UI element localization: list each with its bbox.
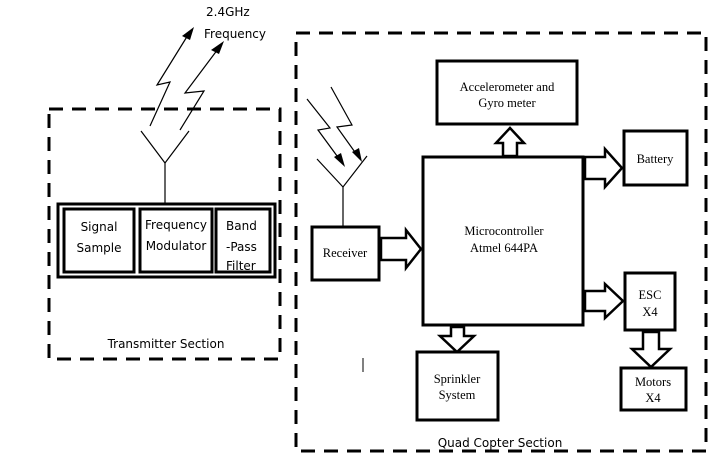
band-pass-filter-block: Band -Pass Filter (214, 207, 272, 274)
accelerometer-gyro-block: Accelerometer and Gyro meter (435, 59, 579, 126)
quadcopter-section-label: Quad Copter Section (438, 436, 563, 450)
esc-line2: X4 (642, 305, 658, 319)
mcu-to-accelerometer-arrow (493, 126, 527, 158)
receiver-block: Receiver (310, 225, 381, 282)
frequency-label-line1: 2.4GHz (206, 5, 250, 19)
microcontroller-line2: Atmel 644PA (470, 241, 538, 255)
sprinkler-system-block: Sprinkler System (415, 350, 500, 422)
frequency-modulator-line1: Frequency (145, 218, 207, 232)
mcu-to-esc-arrow (583, 281, 625, 321)
receive-signal-icon (306, 86, 362, 167)
frequency-label-line2: Frequency (204, 27, 266, 41)
sprinkler-line1: Sprinkler (434, 372, 481, 386)
motors-line2: X4 (645, 391, 661, 405)
esc-line1: ESC (639, 288, 662, 302)
signal-sample-line2: Sample (77, 241, 122, 255)
microcontroller-block: Microcontroller Atmel 644PA (421, 155, 585, 327)
frequency-modulator-line2: Modulator (146, 239, 207, 253)
signal-sample-block: Signal Sample (62, 207, 136, 274)
battery-label: Battery (637, 152, 675, 166)
signal-sample-line1: Signal (81, 220, 118, 234)
transmitter-section-label: Transmitter Section (107, 337, 225, 351)
esc-to-motors-arrow (628, 330, 674, 369)
transmit-antenna-icon (140, 130, 190, 203)
accelerometer-line2: Gyro meter (478, 96, 536, 110)
microcontroller-line1: Microcontroller (464, 224, 544, 238)
transmit-signal-icon (149, 27, 224, 131)
frequency-modulator-block: Frequency Modulator (138, 207, 214, 274)
band-pass-line2: -Pass (226, 240, 257, 254)
quadcopter-label-backdrop (435, 434, 565, 448)
sprinkler-line2: System (439, 388, 476, 402)
band-pass-line1: Band (226, 219, 257, 233)
receive-antenna-icon (316, 155, 368, 227)
band-pass-line3: Filter (226, 259, 256, 273)
battery-block: Battery (622, 129, 689, 187)
receiver-label: Receiver (323, 246, 368, 260)
esc-block: ESC X4 (623, 271, 677, 332)
transmitter-section-border (47, 107, 282, 361)
accelerometer-line1: Accelerometer and (460, 80, 555, 94)
mcu-to-battery-arrow (583, 145, 624, 191)
motors-block: Motors X4 (619, 366, 688, 412)
receiver-to-mcu-arrow (379, 226, 423, 272)
motors-line1: Motors (635, 375, 671, 389)
mcu-to-sprinkler-arrow (436, 325, 478, 354)
